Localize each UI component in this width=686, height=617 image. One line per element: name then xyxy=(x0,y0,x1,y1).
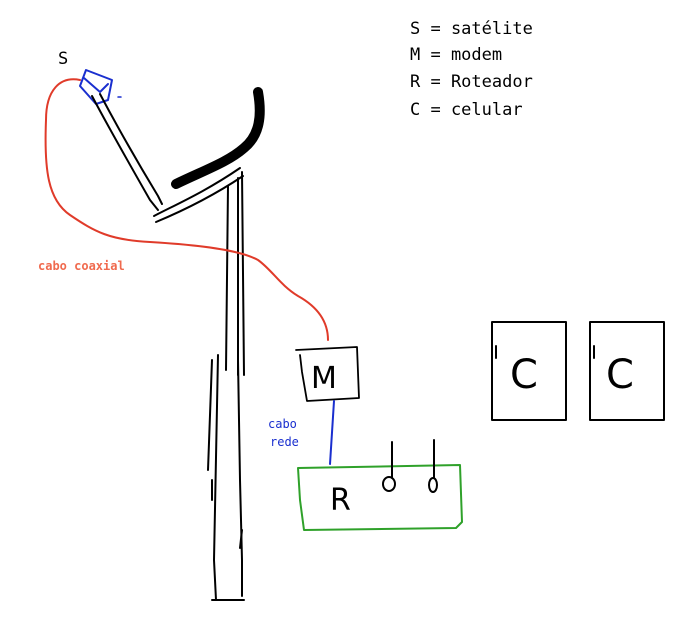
network-cable-label-line2: rede xyxy=(270,435,299,449)
satellite-label: S xyxy=(58,49,68,69)
phone-2-label: C xyxy=(606,352,634,398)
legend-phone: C = celular xyxy=(410,100,523,120)
modem-box xyxy=(295,346,360,402)
router-label: R xyxy=(330,483,351,518)
modem-label: M xyxy=(311,361,337,396)
coax-cable-label: cabo coaxial xyxy=(38,259,125,273)
phone-2-box xyxy=(589,321,665,421)
antenna-right-base xyxy=(428,477,438,493)
legend-modem: M = modem xyxy=(410,45,502,65)
network-cable xyxy=(329,400,335,465)
legend: S = satélite M = modem R = Roteador C = … xyxy=(410,19,533,120)
legend-router: R = Roteador xyxy=(410,72,533,92)
router-antennas xyxy=(382,439,438,493)
phone-2: C xyxy=(589,321,665,421)
dish-arm xyxy=(91,93,244,223)
modem: M xyxy=(295,346,360,402)
router-box xyxy=(297,464,463,531)
legend-satellite: S = satélite xyxy=(410,19,533,39)
phone-1: C xyxy=(491,321,567,421)
phone-1-label: C xyxy=(510,352,538,398)
satellite-lnb xyxy=(79,69,113,105)
router: R xyxy=(297,439,463,531)
coax-cable xyxy=(44,78,329,341)
network-cable-label-line1: cabo xyxy=(268,417,297,431)
network-cable-label: cabo rede xyxy=(268,417,299,449)
pole xyxy=(207,171,245,601)
satellite-dish xyxy=(171,87,265,189)
antenna-left-base xyxy=(382,476,396,492)
phone-1-box xyxy=(491,321,567,421)
